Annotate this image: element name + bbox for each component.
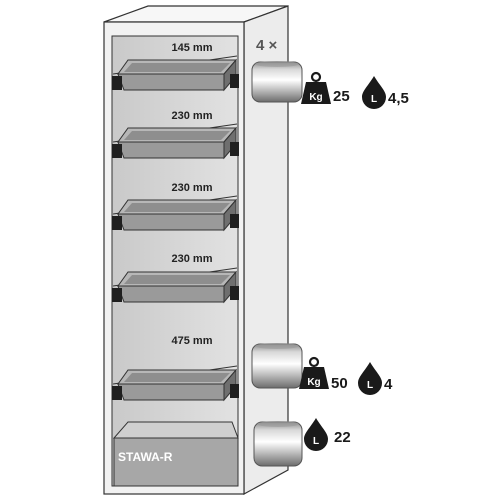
bottom-sump: STAWA-R [112,421,239,487]
spacing-label-2: 230 mm [172,110,213,122]
drawer-tray [112,267,239,304]
drawer-tray [112,365,239,402]
volume-unit: L [313,436,319,447]
spacing-label-1: 145 mm [172,42,213,54]
tray-cylinder-icon [251,61,303,103]
drawer-shelves [112,55,239,402]
shelf-pack-info: 4 × Kg 25 L 4,5 [251,37,409,109]
weight-icon: Kg [299,356,329,389]
model-label: STAWA-R [118,450,173,464]
spacing-label-4: 230 mm [172,253,213,265]
liquid-drop-icon: L [304,418,328,451]
tray-bracket-right [230,142,239,156]
weight-value: 25 [333,88,350,105]
weight-value: 50 [331,375,348,392]
tray-bracket-left [112,144,122,158]
tray-bracket-right [230,286,239,300]
bottom-sump-info: L 22 [253,418,351,467]
volume-value: 4,5 [388,90,409,107]
weight-unit: Kg [307,377,320,388]
drawer-tray [112,195,239,232]
volume-unit: L [367,380,373,391]
volume-value: 22 [334,429,351,446]
shelf-spacing-labels: 145 mm 230 mm 230 mm 230 mm 475 mm [172,42,213,347]
weight-unit: Kg [309,92,322,103]
middle-shelf-info: Kg 50 L 4 [251,343,393,395]
spacing-label-5: 475 mm [172,335,213,347]
liquid-drop-icon: L [358,362,382,395]
drawer-tray [112,55,239,92]
tray-bracket-left [112,76,122,90]
sump-cylinder-icon [253,421,303,467]
volume-unit: L [371,94,377,105]
drawer-tray [112,123,239,160]
tray-bracket-right [230,74,239,88]
tray-bracket-left [112,216,122,230]
tray-bracket-right [230,384,239,398]
shelf-quantity-label: 4 × [256,37,278,54]
liquid-drop-icon: L [362,76,386,109]
tray-cylinder-icon [251,343,303,389]
spacing-label-3: 230 mm [172,182,213,194]
tray-bracket-right [230,214,239,228]
tray-bracket-left [112,386,122,400]
volume-value: 4 [384,376,393,393]
cabinet-body [103,5,289,496]
weight-icon: Kg [301,71,331,104]
tray-bracket-left [112,288,122,302]
